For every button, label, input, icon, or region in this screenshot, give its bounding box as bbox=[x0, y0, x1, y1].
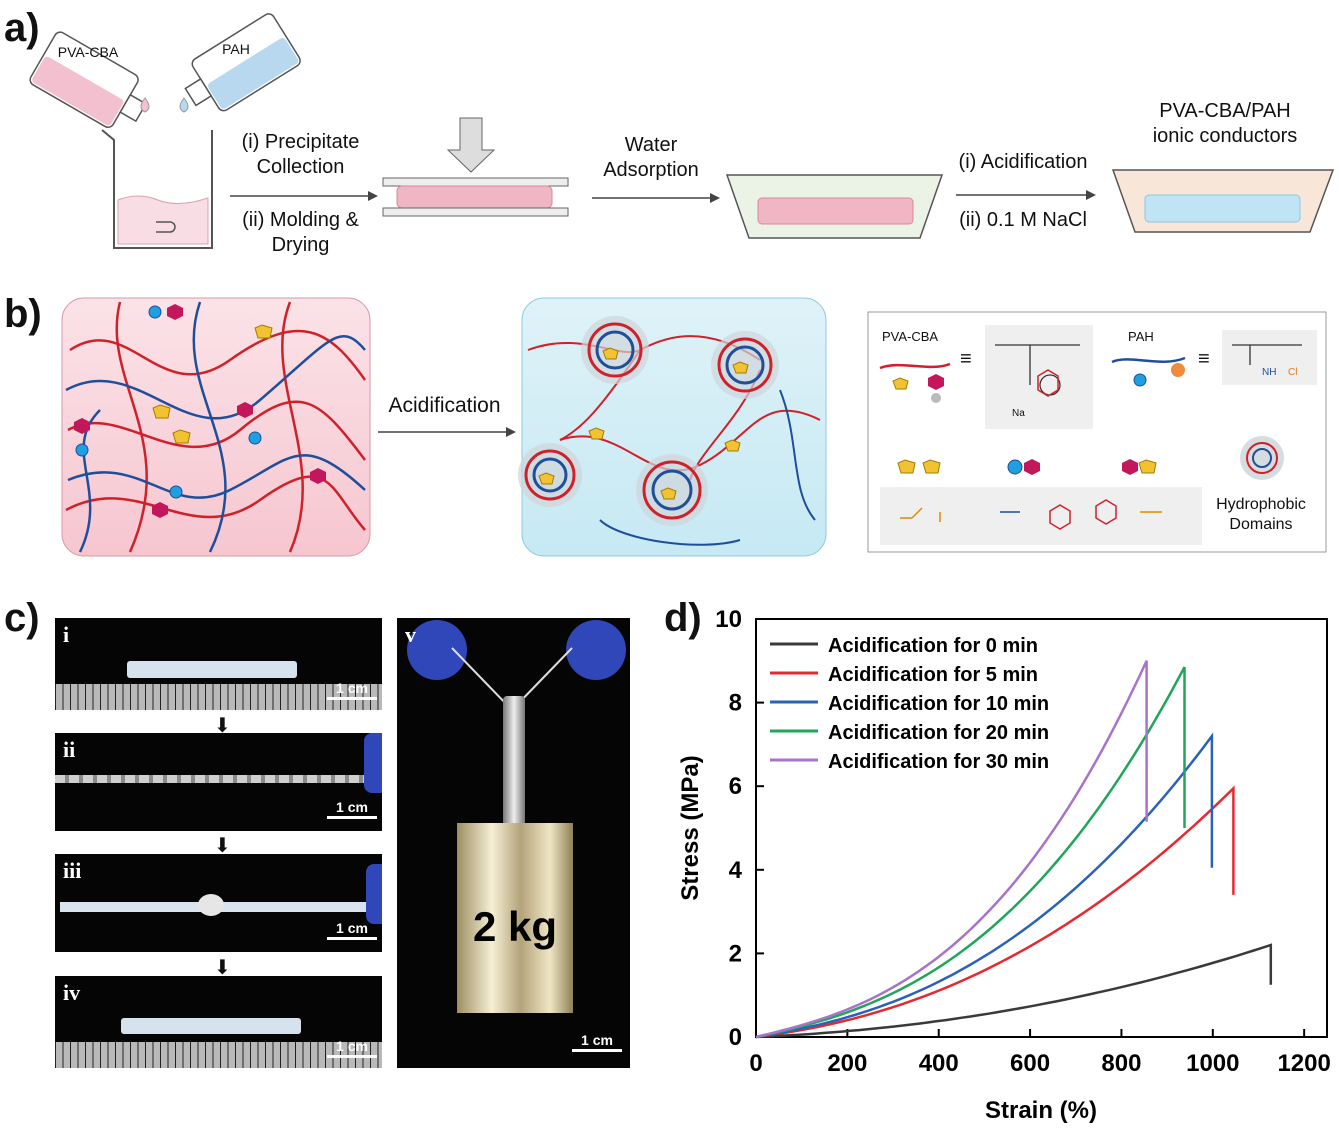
step1-bottom-text: (ii) Molding & Drying bbox=[242, 209, 359, 256]
series-line-1 bbox=[755, 785, 1235, 1039]
step1-top-text: (i) Precipitate Collection bbox=[241, 131, 360, 178]
legend-entry-4: Acidification for 30 min bbox=[828, 751, 1049, 773]
bottle-right-label: PAH bbox=[222, 41, 250, 57]
panel-a-label: a) bbox=[4, 6, 40, 50]
legend-entry-1: Acidification for 5 min bbox=[828, 664, 1038, 686]
mold-press bbox=[382, 117, 569, 217]
legend-equiv-2: ≡ bbox=[1198, 348, 1210, 370]
photo-v: 2 kg v 1 cm bbox=[397, 618, 630, 1068]
series-line-4 bbox=[755, 660, 1148, 1039]
photo-ii-scale: 1 cm bbox=[327, 799, 377, 819]
legend-pva-cba-label: PVA-CBA bbox=[882, 329, 939, 344]
bottle-left-label: PVA-CBA bbox=[57, 44, 119, 60]
legend-equiv-1: ≡ bbox=[960, 348, 972, 370]
panel-c-label: c) bbox=[4, 596, 40, 640]
arrow-down-2-icon: ⬇ bbox=[214, 835, 231, 857]
legend-entry-0: Acidification for 0 min bbox=[828, 635, 1038, 657]
x-axis-label: Strain (%) bbox=[985, 1097, 1097, 1124]
final-product-text: PVA-CBA/PAH ionic conductors bbox=[1152, 100, 1298, 147]
network-after-acidification bbox=[518, 297, 827, 557]
arrow-down-1-icon: ⬇ bbox=[214, 715, 231, 737]
step2-text: Water Adsorption bbox=[603, 134, 699, 181]
y-tick-label-4: 8 bbox=[729, 690, 742, 717]
photo-i: i 1 cm bbox=[55, 618, 382, 710]
legend-nh3-label: NH bbox=[1262, 367, 1277, 378]
x-tick-label-6: 1200 bbox=[1277, 1050, 1330, 1077]
legend-entry-3: Acidification for 20 min bbox=[828, 722, 1049, 744]
photo-i-label: i bbox=[63, 622, 70, 647]
beaker bbox=[101, 129, 213, 249]
x-tick-label-4: 800 bbox=[1101, 1050, 1141, 1077]
stress-strain-chart: 0 200 400 600 800 1000 1200 0 2 4 6 8 10 Acidificati… bbox=[677, 606, 1331, 1124]
x-tick-label-5: 1000 bbox=[1186, 1050, 1239, 1077]
series-line-3 bbox=[755, 666, 1186, 1039]
step3-bottom-text: (ii) 0.1 M NaCl bbox=[959, 209, 1087, 231]
network-before-acidification bbox=[61, 297, 371, 557]
photo-v-scale: 1 cm bbox=[572, 1032, 622, 1052]
photo-ii-label: ii bbox=[63, 737, 76, 762]
y-tick-label-5: 10 bbox=[715, 606, 742, 633]
legend-box bbox=[867, 311, 1327, 553]
x-tick-label-3: 600 bbox=[1010, 1050, 1050, 1077]
photo-iii-label: iii bbox=[63, 858, 82, 883]
y-axis-label: Stress (MPa) bbox=[677, 755, 704, 900]
hydrophobic-domains-label: Hydrophobic Domains bbox=[1216, 496, 1306, 533]
arrow-down-3-icon: ⬇ bbox=[214, 957, 231, 979]
photo-ii: ii 1 cm bbox=[55, 733, 382, 831]
panel-b-network bbox=[61, 297, 1327, 557]
step3-top-text: (i) Acidification bbox=[958, 151, 1088, 173]
x-tick-label-0: 0 bbox=[749, 1050, 762, 1077]
acidification-arrow-label: Acidification bbox=[388, 394, 501, 417]
photo-iv-label: iv bbox=[63, 980, 81, 1005]
photo-iii: iii 1 cm bbox=[55, 854, 382, 952]
pva-cba-bottle bbox=[29, 31, 147, 129]
plot-frame bbox=[755, 618, 1328, 1038]
photo-iii-scale: 1 cm bbox=[327, 920, 377, 940]
y-tick-label-3: 6 bbox=[729, 773, 742, 800]
y-tick-label-0: 0 bbox=[729, 1024, 742, 1051]
photo-iv: iv 1 cm bbox=[55, 976, 382, 1068]
axis-ticks: 0 200 400 600 800 1000 1200 0 2 4 6 8 10 bbox=[715, 606, 1331, 1077]
weight-label: 2 kg bbox=[472, 903, 558, 950]
legend-na-label: Na bbox=[1012, 408, 1025, 419]
series-line-0 bbox=[755, 943, 1273, 1039]
pah-bottle bbox=[184, 13, 301, 112]
photo-iv-scale: 1 cm bbox=[327, 1038, 377, 1058]
panel-d-label: d) bbox=[664, 596, 702, 640]
series-lines bbox=[755, 660, 1273, 1039]
x-tick-label-2: 400 bbox=[919, 1050, 959, 1077]
photo-v-label: v bbox=[405, 622, 416, 647]
final-tray bbox=[1111, 169, 1335, 233]
series-line-2 bbox=[755, 732, 1214, 1039]
panel-a-schematic bbox=[29, 13, 1335, 249]
photo-i-scale: 1 cm bbox=[327, 680, 377, 700]
y-tick-label-2: 4 bbox=[729, 857, 743, 884]
panel-b-label: b) bbox=[4, 292, 42, 336]
legend-pah-label: PAH bbox=[1128, 329, 1154, 344]
x-tick-label-1: 200 bbox=[827, 1050, 867, 1077]
legend-entry-2: Acidification for 10 min bbox=[828, 693, 1049, 715]
legend-cl-label: Cl bbox=[1288, 367, 1298, 378]
y-tick-label-1: 2 bbox=[729, 940, 742, 967]
water-tray bbox=[725, 174, 944, 239]
